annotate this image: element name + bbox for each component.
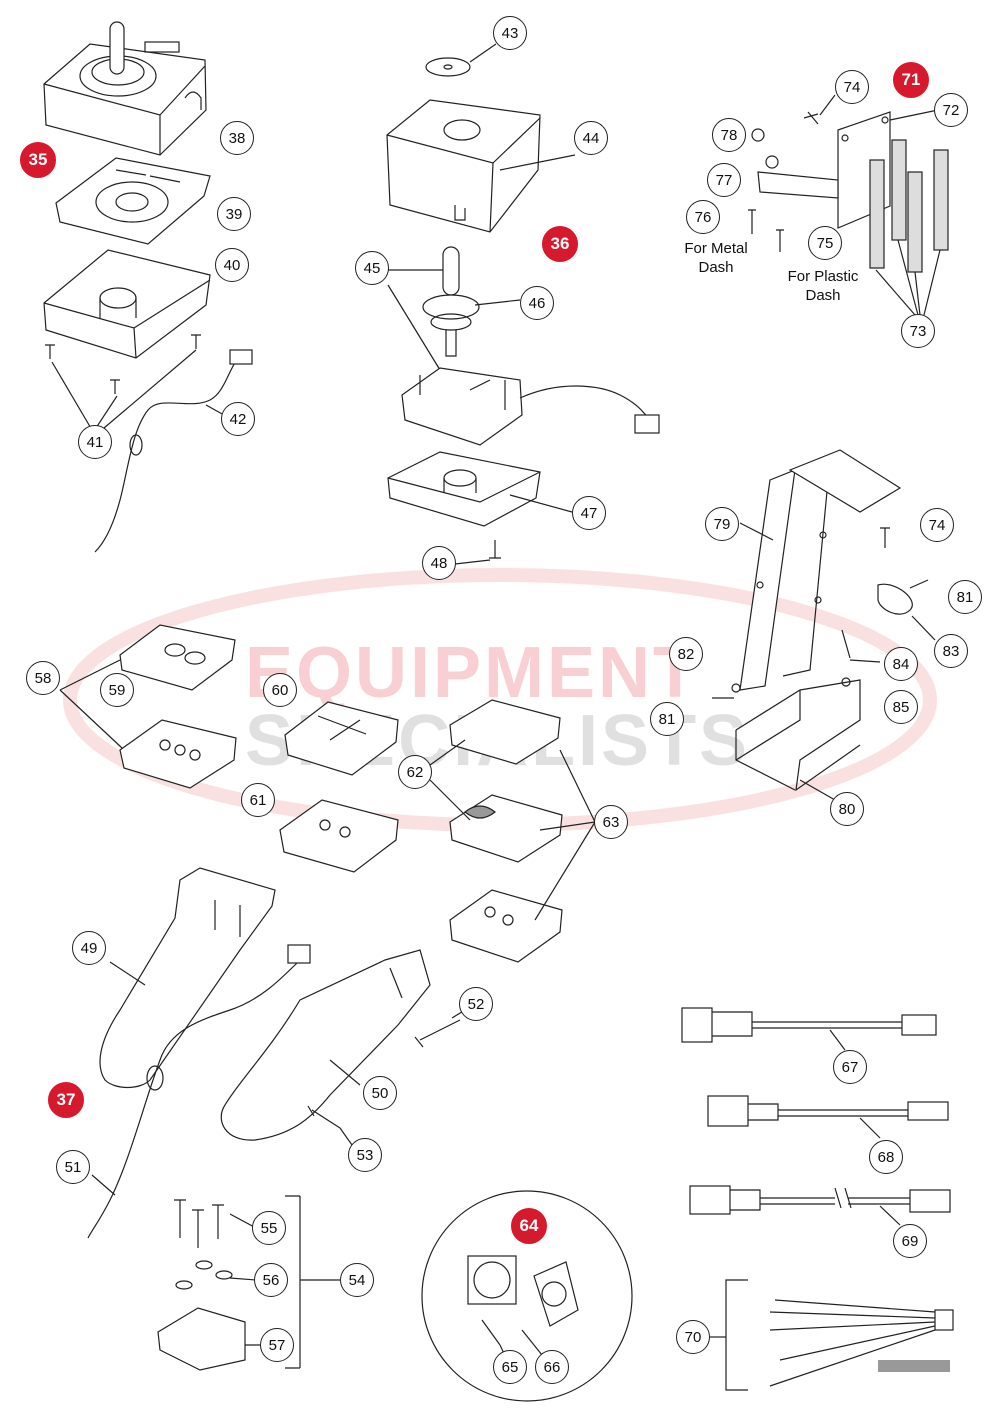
- part-callout-75[interactable]: 75: [808, 226, 842, 260]
- part-callout-76[interactable]: 76: [686, 200, 720, 234]
- part-callout-78[interactable]: 78: [712, 118, 746, 152]
- cable-51: [87, 944, 311, 1239]
- base-47: [387, 451, 573, 527]
- handle-45: [370, 246, 521, 371]
- part-callout-57[interactable]: 57: [260, 1328, 294, 1362]
- watermark-line1: EQUIPMENT: [245, 633, 701, 713]
- velcro-strips-73: [869, 139, 949, 316]
- part-callout-77[interactable]: 77: [707, 163, 741, 197]
- part-callout-81-right[interactable]: 81: [948, 580, 982, 614]
- part-callout-82[interactable]: 82: [669, 637, 703, 671]
- bracket-80: [735, 679, 861, 801]
- part-callout-38[interactable]: 38: [220, 121, 254, 155]
- joystick-controller-35: [43, 21, 207, 156]
- part-callout-70[interactable]: 70: [676, 1320, 710, 1354]
- hardware-54-57: [157, 1195, 340, 1371]
- keypad-62-63: [429, 699, 596, 963]
- hardware-81-85: [712, 527, 936, 699]
- part-callout-44[interactable]: 44: [574, 121, 608, 155]
- screws-41: [45, 334, 201, 431]
- part-callout-43[interactable]: 43: [493, 16, 527, 50]
- part-callout-68[interactable]: 68: [869, 1140, 903, 1174]
- part-callout-81-left[interactable]: 81: [650, 702, 684, 736]
- part-callout-74-lower[interactable]: 74: [920, 508, 954, 542]
- part-callout-59[interactable]: 59: [100, 673, 134, 707]
- cable-67: [681, 1007, 937, 1051]
- bracket-79: [739, 449, 902, 691]
- part-callout-61[interactable]: 61: [241, 783, 275, 817]
- board-60: [284, 701, 399, 776]
- part-callout-51[interactable]: 51: [56, 1150, 90, 1184]
- part-callout-55[interactable]: 55: [252, 1211, 286, 1245]
- part-callout-80[interactable]: 80: [830, 792, 864, 826]
- part-callout-74-upper[interactable]: 74: [835, 70, 869, 104]
- part-callout-47[interactable]: 47: [572, 496, 606, 530]
- part-callout-45[interactable]: 45: [355, 251, 389, 285]
- part-callout-42[interactable]: 42: [221, 402, 255, 436]
- connector-kit-64: [421, 1190, 633, 1402]
- circuit-board-39: [55, 157, 211, 245]
- cable-42: [94, 349, 253, 553]
- part-callout-84[interactable]: 84: [884, 647, 918, 681]
- part-callout-41[interactable]: 41: [78, 425, 112, 459]
- harness-70: [710, 1279, 954, 1391]
- cable-68: [707, 1095, 949, 1139]
- screws-52-53: [307, 1009, 466, 1146]
- part-callout-65[interactable]: 65: [493, 1350, 527, 1384]
- keypad-58-bottom: [59, 659, 237, 789]
- part-callout-63[interactable]: 63: [594, 805, 628, 839]
- part-callout-46[interactable]: 46: [520, 286, 554, 320]
- mechanism-45: [401, 367, 660, 446]
- base-40: [43, 249, 211, 359]
- handle-49: [99, 867, 276, 1089]
- part-callout-67[interactable]: 67: [833, 1050, 867, 1084]
- note-metal-dash: For Metal Dash: [684, 240, 748, 276]
- note-plastic-dash: For Plastic Dash: [787, 268, 859, 304]
- keypad-58-top: [119, 624, 236, 691]
- part-callout-85[interactable]: 85: [884, 690, 918, 724]
- part-callout-40[interactable]: 40: [215, 248, 249, 282]
- screw-48: [454, 540, 501, 565]
- part-callout-52[interactable]: 52: [459, 987, 493, 1021]
- housing-44: [386, 99, 576, 233]
- part-callout-53[interactable]: 53: [348, 1138, 382, 1172]
- group-callout-64[interactable]: 64: [511, 1208, 547, 1244]
- screws-71: [748, 94, 836, 252]
- group-callout-35[interactable]: 35: [20, 142, 56, 178]
- part-callout-50[interactable]: 50: [363, 1076, 397, 1110]
- part-callout-66[interactable]: 66: [535, 1350, 569, 1384]
- cap-43: [425, 43, 497, 77]
- handle-50: [220, 949, 431, 1141]
- group-callout-71[interactable]: 71: [893, 62, 929, 98]
- group-callout-37[interactable]: 37: [48, 1082, 84, 1118]
- part-callout-48[interactable]: 48: [422, 546, 456, 580]
- part-callout-54[interactable]: 54: [340, 1263, 374, 1297]
- part-callout-58[interactable]: 58: [26, 661, 60, 695]
- part-callout-69[interactable]: 69: [893, 1224, 927, 1258]
- part-callout-56[interactable]: 56: [254, 1263, 288, 1297]
- part-callout-79[interactable]: 79: [705, 507, 739, 541]
- part-callout-60[interactable]: 60: [263, 673, 297, 707]
- part-callout-62[interactable]: 62: [398, 755, 432, 789]
- part-callout-72[interactable]: 72: [934, 93, 968, 127]
- part-callout-49[interactable]: 49: [72, 931, 106, 965]
- part-callout-39[interactable]: 39: [217, 197, 251, 231]
- part-callout-73[interactable]: 73: [901, 314, 935, 348]
- keypad-61: [279, 799, 399, 873]
- group-callout-36[interactable]: 36: [542, 226, 578, 262]
- cable-69: [689, 1185, 951, 1226]
- part-callout-83[interactable]: 83: [934, 634, 968, 668]
